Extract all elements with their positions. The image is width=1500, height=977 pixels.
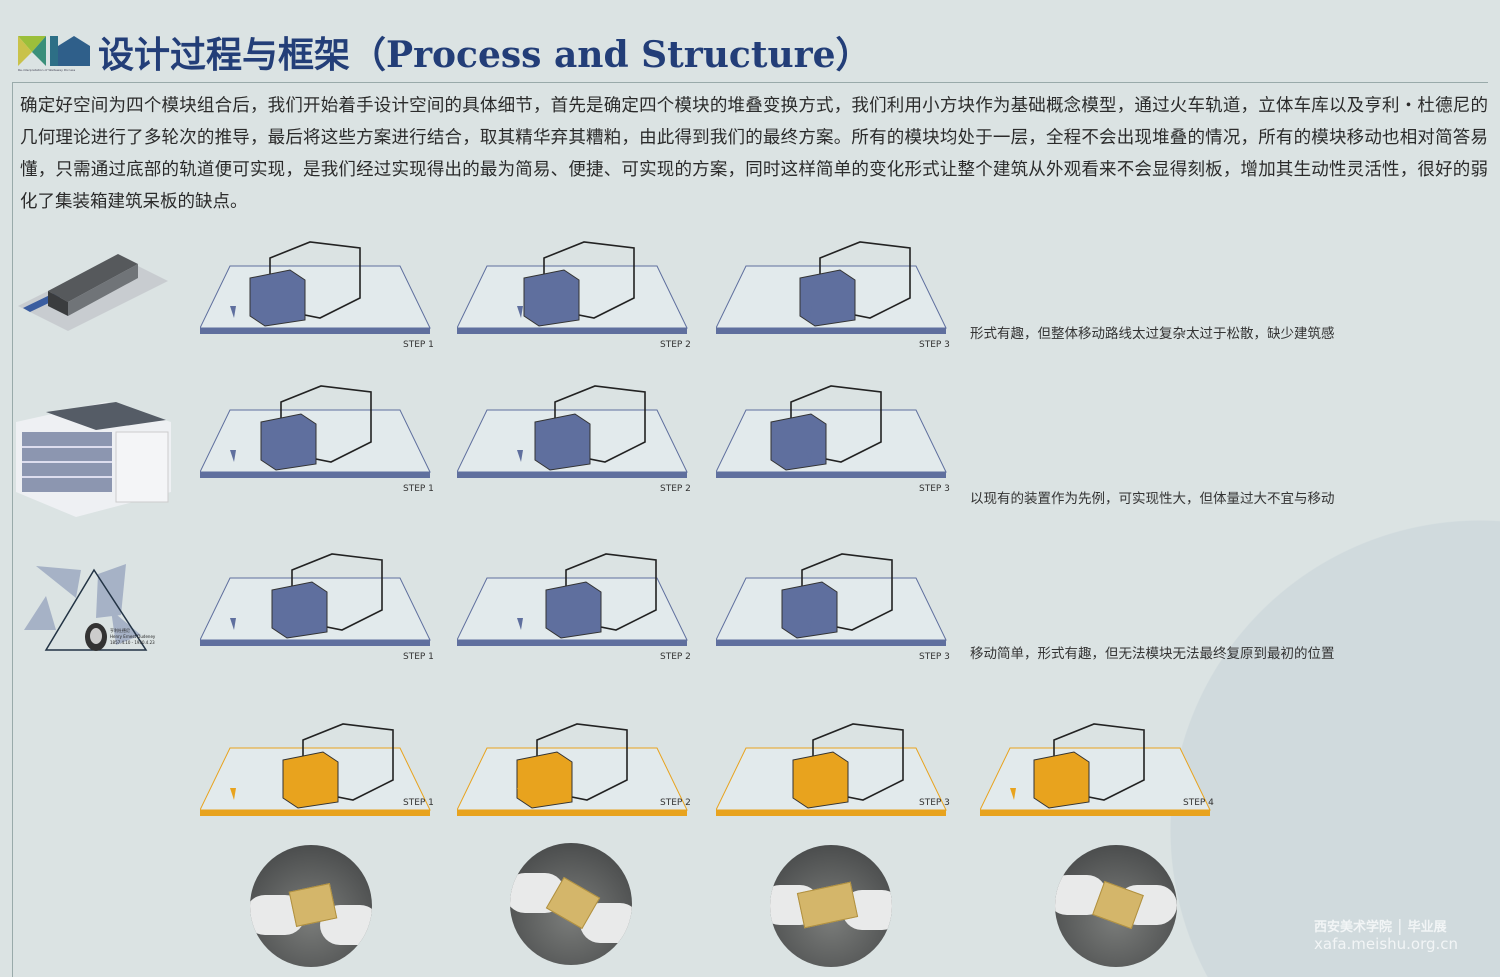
step-label: STEP 3	[919, 652, 950, 662]
model-photo-1	[250, 845, 372, 967]
step-label: STEP 2	[660, 484, 691, 494]
diagram-row1-step1	[199, 228, 440, 348]
diagram-row3-step2	[456, 540, 697, 660]
dudeney-name-cn: 亨利杜德尼	[110, 628, 130, 633]
step-label: STEP 2	[660, 340, 691, 350]
row-caption: 移动简单，形式有趣，但无法模块无法最终复原到最初的位置	[970, 646, 1335, 662]
model-photo-3	[770, 845, 892, 967]
intro-paragraph: 确定好空间为四个模块组合后，我们开始着手设计空间的具体细节，首先是确定四个模块的…	[20, 96, 1488, 212]
step-label: STEP 2	[660, 652, 691, 662]
diagram-row4-step4	[979, 710, 1220, 830]
parking-garage-image	[16, 402, 171, 517]
step-label: STEP 4	[1183, 798, 1214, 808]
diagram-row4-step1	[199, 710, 440, 830]
module-diagram-svg	[456, 385, 688, 478]
diagram-row1-step2	[456, 228, 697, 348]
model-photo-2	[510, 843, 632, 965]
row-caption: 形式有趣，但整体移动路线太过复杂太过于松散，缺少建筑感	[970, 326, 1335, 342]
module-diagram-svg	[456, 723, 688, 816]
dudeney-dissection-image	[24, 564, 148, 651]
diagram-row3-step1	[199, 540, 440, 660]
module-diagram-svg	[715, 723, 947, 816]
module-diagram-svg	[199, 385, 431, 478]
step-label: STEP 1	[403, 340, 434, 350]
module-diagram-svg	[456, 553, 688, 646]
watermark: 西安美术学院 | 毕业展 xafa.meishu.org.cn	[1314, 916, 1459, 953]
module-diagram-svg	[715, 241, 947, 334]
step-label: STEP 1	[403, 798, 434, 808]
diagram-row2-step1	[199, 372, 440, 492]
step-label: STEP 3	[919, 340, 950, 350]
diagram-row4-step2	[456, 710, 697, 830]
train-model-image	[18, 254, 168, 331]
dudeney-reference: 亨利杜德尼 Henry Ernest Dudeney 1857.4.10 - 1…	[16, 560, 166, 660]
dudeney-name: Henry Ernest Dudeney	[110, 634, 156, 639]
module-diagram-svg	[199, 553, 431, 646]
step-label: STEP 1	[403, 652, 434, 662]
step-label: STEP 3	[919, 798, 950, 808]
row-caption: 以现有的装置作为先例，可实现性大，但体量过大不宜与移动	[970, 491, 1335, 507]
module-diagram-svg	[456, 241, 688, 334]
content-frame	[12, 82, 1488, 977]
diagram-row1-step3	[715, 228, 956, 348]
model-photo-4	[1055, 845, 1177, 967]
module-diagram-svg	[979, 723, 1211, 816]
module-diagram-svg	[715, 385, 947, 478]
module-diagram-svg	[199, 723, 431, 816]
diagram-row2-step3	[715, 372, 956, 492]
module-diagram-svg	[199, 241, 431, 334]
step-label: STEP 3	[919, 484, 950, 494]
module-diagram-svg	[715, 553, 947, 646]
page-title: 设计过程与框架（Process and Structure）	[98, 34, 872, 76]
step-label: STEP 2	[660, 798, 691, 808]
diagram-row2-step2	[456, 372, 697, 492]
logo: Re-interpretation of Waiteway Porcess	[18, 32, 92, 72]
dudeney-dates: 1857.4.10 - 1930.4.23	[110, 640, 155, 645]
step-label: STEP 1	[403, 484, 434, 494]
diagram-row4-step3	[715, 710, 956, 830]
diagram-row3-step3	[715, 540, 956, 660]
